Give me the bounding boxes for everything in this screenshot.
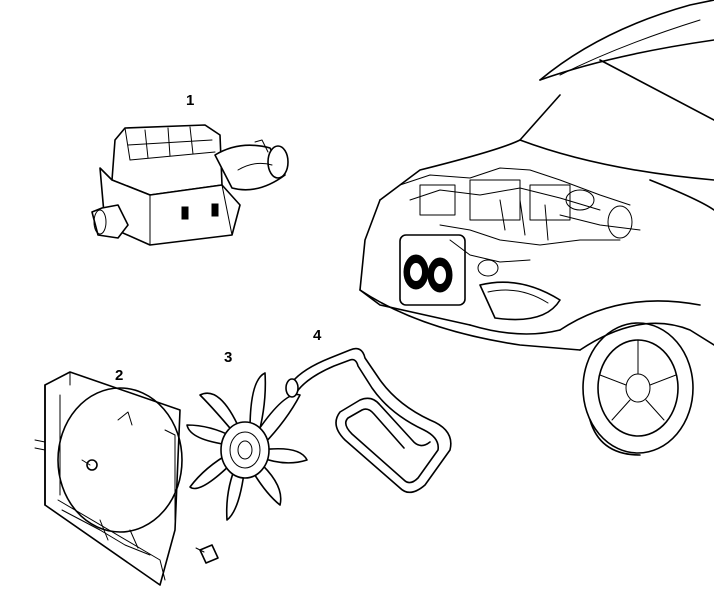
callout-4-label: 4 bbox=[313, 327, 322, 344]
callout-1-label: 1 bbox=[186, 92, 195, 109]
callout-3-label: 3 bbox=[224, 349, 233, 366]
bolt-icon bbox=[81, 459, 98, 471]
fan-shroud bbox=[34, 371, 183, 586]
vehicle-front-view bbox=[359, 0, 714, 456]
callout-2-label: 2 bbox=[115, 367, 124, 384]
bolt-icon bbox=[195, 544, 219, 564]
cooling-fan bbox=[186, 372, 308, 521]
drive-belt bbox=[285, 347, 452, 494]
air-cleaner-assembly bbox=[91, 124, 289, 246]
